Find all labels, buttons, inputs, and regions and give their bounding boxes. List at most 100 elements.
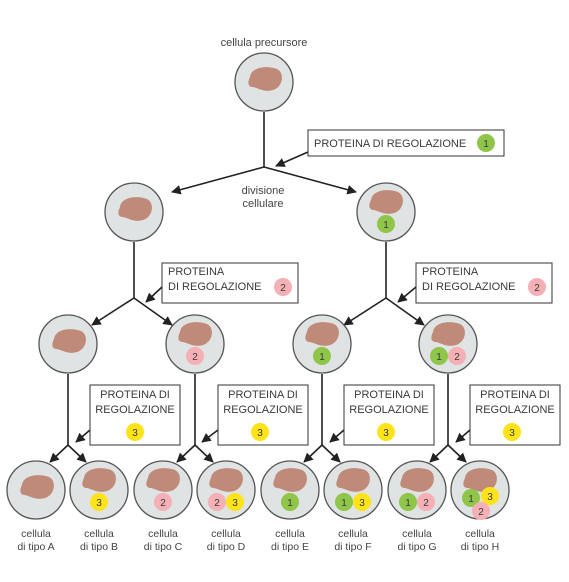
protein-3-dot (90, 493, 108, 511)
box-label-line: PROTEINA DI (100, 389, 170, 401)
cell-precursor (234, 52, 294, 112)
protein-3-badge-number: 3 (257, 428, 263, 439)
final-cell-label-line: cellula (465, 528, 495, 540)
box-label-line: REGOLAZIONE (475, 404, 554, 416)
protein-2-dot (417, 493, 435, 511)
protein-2-badge (274, 278, 292, 296)
protein-3-badge-number: 3 (132, 428, 138, 439)
cell-final-a (6, 460, 66, 520)
protein-3-dot (481, 487, 499, 505)
final-cell-label-line: di tipo C (144, 541, 183, 553)
protein-1-dot (335, 493, 353, 511)
protein-2-number: 2 (160, 498, 166, 509)
box-label-line: PROTEINA DI (480, 389, 550, 401)
cell-gen2-b: 2 (165, 314, 225, 374)
final-cell-label-line: di tipo H (461, 541, 500, 553)
nucleus (20, 475, 54, 499)
nucleus (273, 468, 307, 492)
nucleus (463, 468, 497, 492)
division-label-line2: cellulare (243, 198, 284, 210)
cell-gen2-c: 1 (292, 314, 352, 374)
box-label-line: PROTEINA DI REGOLAZIONE (314, 138, 466, 150)
nucleus (146, 468, 180, 492)
final-cell-label-line: cellula (402, 528, 432, 540)
protein-2-dot (472, 502, 490, 520)
nucleus (82, 468, 116, 492)
protein-1-number: 1 (468, 494, 474, 505)
protein-2-number: 2 (454, 352, 460, 363)
protein-2-dot (186, 347, 204, 365)
final-cell-label-line: cellula (84, 528, 114, 540)
protein-1-number: 1 (341, 498, 347, 509)
box-label-line: REGOLAZIONE (95, 404, 174, 416)
nucleus (178, 322, 212, 346)
protein-1-number: 1 (319, 352, 325, 363)
box-label-line: REGOLAZIONE (349, 404, 428, 416)
box-label-line: PROTEINA DI (228, 389, 298, 401)
protein-1-number: 1 (436, 352, 442, 363)
protein-2-dot (208, 493, 226, 511)
cell-gen1-right: 1 (356, 182, 416, 242)
protein-3-badge (503, 423, 521, 441)
final-cell-label-line: cellula (21, 528, 51, 540)
box-label-line: PROTEINA (168, 266, 225, 278)
protein-1-number: 1 (405, 498, 411, 509)
protein-2-number: 2 (192, 352, 198, 363)
protein-3-number: 3 (232, 498, 238, 509)
regulatory-protein-box: PROTEINA DI REGOLAZIONE 3 (469, 384, 561, 446)
box-label-line: PROTEINA (422, 266, 479, 278)
protein-2-badge (528, 278, 546, 296)
protein-3-badge-number: 3 (509, 428, 515, 439)
protein-2-dot (448, 347, 466, 365)
precursor-label: cellula precursore (221, 37, 308, 49)
protein-1-dot (430, 347, 448, 365)
regulatory-protein-box: PROTEINA DI REGOLAZIONE 3 (89, 384, 181, 446)
nucleus (52, 329, 86, 353)
protein-1-dot (462, 489, 480, 507)
final-cell-label-line: di tipo G (397, 541, 436, 553)
protein-3-dot (226, 493, 244, 511)
cell-gen1-left (104, 182, 164, 242)
protein-3-badge (377, 423, 395, 441)
protein-1-number: 1 (383, 220, 389, 231)
protein-1-dot (281, 493, 299, 511)
protein-2-dot (154, 493, 172, 511)
protein-1-dot (399, 493, 417, 511)
box-label-line: DI REGOLAZIONE (168, 281, 262, 293)
final-cell-label-line: cellula (275, 528, 305, 540)
nucleus (400, 468, 434, 492)
protein-2-number: 2 (214, 498, 220, 509)
cell-final-b: 3 (69, 460, 129, 520)
protein-1-badge-number: 1 (483, 139, 489, 150)
cell-final-e: 1 (260, 460, 320, 520)
cell-final-c: 2 (133, 460, 193, 520)
final-cell-label-line: cellula (211, 528, 241, 540)
nucleus (369, 190, 403, 214)
nucleus (248, 67, 282, 91)
regulatory-protein-box: PROTEINA DI REGOLAZIONE 1 (307, 129, 505, 157)
protein-2-number: 2 (423, 498, 429, 509)
protein-1-number: 1 (287, 498, 293, 509)
lineage-lines (49, 112, 471, 463)
final-cell-label-line: di tipo E (271, 541, 309, 553)
protein-2-number: 2 (478, 507, 484, 518)
protein-3-number: 3 (96, 498, 102, 509)
